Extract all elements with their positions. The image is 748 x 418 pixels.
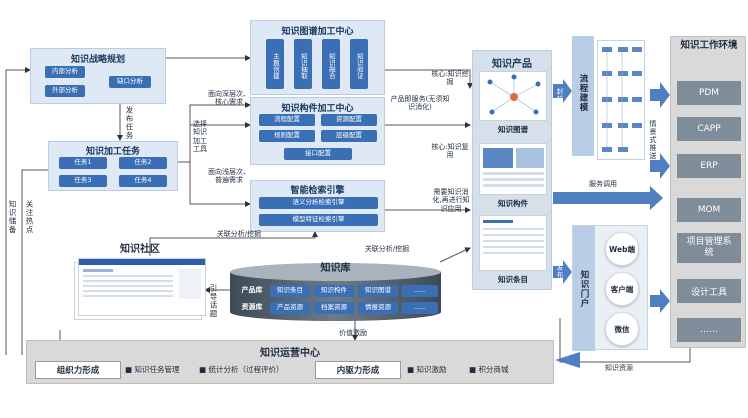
- lib-item-entry[interactable]: 知识条目: [270, 285, 310, 297]
- task-2-button[interactable]: 任务2: [119, 157, 167, 169]
- org-force-box: 组织力形成: [35, 361, 121, 379]
- work-env-title: 知识工作环境: [680, 40, 738, 51]
- label-publish: 发布: [555, 264, 563, 279]
- portal-title-bar: 知识门户: [573, 226, 595, 351]
- comp-rule-config[interactable]: 规则配置: [259, 130, 315, 142]
- search-engine-title: 智能检索引擎: [290, 186, 345, 196]
- env-mom[interactable]: MOM: [677, 198, 741, 222]
- library-title: 知识库: [320, 263, 351, 274]
- lib-item-more[interactable]: ......: [402, 285, 438, 297]
- ops-item-mall-text: 积分商城: [478, 365, 509, 374]
- label-select-tools: 选择知识加工工具: [193, 120, 207, 154]
- ops-item-incentive: ■ 知识激励: [407, 365, 447, 374]
- external-analysis-button[interactable]: 外部分析: [45, 85, 85, 97]
- label-knowledge-res: 知识资源: [605, 364, 633, 372]
- lib-item-graph[interactable]: 知识图谱: [358, 285, 398, 297]
- label-deep-req: 面向深层次、核心需求: [208, 90, 250, 107]
- resource-lib-label: 资源库: [241, 303, 263, 311]
- label-value: 价值激励: [339, 329, 367, 337]
- task-3-button[interactable]: 任务3: [59, 175, 107, 187]
- product-lib-label: 产品库: [241, 286, 263, 294]
- comp-level-config[interactable]: 层级配置: [321, 130, 377, 142]
- label-hot: 关注热点: [25, 200, 34, 234]
- lib-res-product[interactable]: 产品资源: [270, 302, 310, 314]
- graph-center-title: 知识图谱加工中心: [281, 27, 354, 37]
- product-graph-label: 知识图谱: [498, 125, 528, 134]
- component-center-panel: 知识构件加工中心 流程配置 资源配置 规则配置 层级配置 接口配置: [250, 97, 385, 165]
- modeling-title: 流程建模: [578, 74, 588, 112]
- graph-item-verify[interactable]: 知识验证: [350, 39, 368, 89]
- env-capp[interactable]: CAPP: [677, 117, 741, 141]
- scene-push-label: 情景式推送: [649, 120, 657, 160]
- graph-item-topic[interactable]: 主题创建: [266, 39, 284, 89]
- label-core-graph: 核心:知识挖掘: [431, 70, 469, 87]
- label-shallow-req: 面向浅层次、普遍需求: [208, 168, 250, 185]
- env-erp[interactable]: ERP: [677, 154, 741, 178]
- portal-panel: 知识门户 Web端 客户端 微信: [572, 225, 648, 351]
- tasks-title: 知识加工任务: [85, 147, 140, 157]
- comp-flow-config[interactable]: 流程配置: [259, 114, 315, 126]
- portal-wechat[interactable]: 微信: [605, 312, 639, 346]
- modeling-column: 流程建模: [572, 36, 594, 156]
- lib-item-component[interactable]: 知识构件: [314, 285, 354, 297]
- comp-interface-config[interactable]: 接口配置: [284, 148, 352, 160]
- env-pdm[interactable]: PDM: [677, 81, 741, 105]
- label-service-call: 服务调用: [589, 180, 617, 188]
- strategy-title: 知识战略规划: [70, 55, 125, 65]
- products-panel: 知识产品 知识图谱 知识构件 知识条目: [472, 50, 552, 290]
- search-engine-panel: 智能检索引擎 语义分析检索引擎 模型特征检索引擎: [250, 180, 385, 232]
- lib-res-intel[interactable]: 情报资源: [358, 302, 398, 314]
- work-env-panel: 知识工作环境 PDM CAPP ERP MOM 项目管理系统 设计工具 ……: [670, 36, 746, 348]
- product-entry-image: [479, 215, 547, 271]
- ops-center-bar: 知识运营中心 组织力形成 ■ 知识任务管理 ■ 统计分析（过程评价） 内驱力形成…: [26, 340, 554, 384]
- graph-item-extract[interactable]: 知识抽取: [294, 39, 312, 89]
- ops-item-incentive-text: 知识激励: [416, 365, 447, 374]
- task-4-button[interactable]: 任务4: [119, 175, 167, 187]
- tasks-panel: 知识加工任务 任务1 任务2 任务3 任务4: [48, 141, 178, 191]
- ops-item-task-mgmt-text: 知识任务管理: [134, 365, 180, 374]
- lib-res-archive[interactable]: 档案资源: [314, 302, 354, 314]
- graph-center-panel: 知识图谱加工中心 主题创建 知识抽取 知识融合 知识验证: [250, 20, 385, 95]
- product-entry-label: 知识条目: [498, 275, 528, 284]
- ops-item-mall: ■ 积分商城: [469, 365, 509, 374]
- label-publish-task: 发布任务: [125, 106, 134, 140]
- label-store: 知识储备: [8, 200, 17, 234]
- label-guide: 引导话题: [209, 284, 218, 318]
- portal-web[interactable]: Web端: [605, 232, 639, 266]
- product-graph-image: [479, 71, 547, 121]
- env-more[interactable]: ……: [677, 318, 741, 342]
- drive-force-box: 内驱力形成: [315, 361, 401, 379]
- label-need-digest: 需要知识消化,再进行知识应用: [432, 188, 470, 213]
- portal-client[interactable]: 客户端: [605, 272, 639, 306]
- product-component-image: [479, 143, 547, 195]
- env-project-mgmt[interactable]: 项目管理系统: [677, 233, 741, 263]
- comp-resource-config[interactable]: 资源配置: [321, 114, 377, 126]
- internal-analysis-button[interactable]: 内部分析: [45, 66, 85, 78]
- ops-item-stats: ■ 统计分析（过程评价）: [199, 365, 284, 374]
- ops-item-stats-text: 统计分析（过程评价）: [208, 365, 284, 374]
- label-assoc-2: 关联分析/挖掘: [364, 245, 410, 253]
- portal-title: 知识门户: [579, 270, 589, 308]
- label-encap: 封装: [555, 88, 563, 103]
- ops-item-task-mgmt: ■ 知识任务管理: [125, 365, 180, 374]
- ops-title: 知识运营中心: [260, 348, 320, 359]
- products-title: 知识产品: [492, 59, 532, 70]
- label-assoc-1: 关联分析/挖掘: [216, 230, 262, 238]
- task-1-button[interactable]: 任务1: [59, 157, 107, 169]
- modeling-image: [597, 40, 645, 160]
- product-component-label: 知识构件: [498, 199, 528, 208]
- env-design-tools[interactable]: 设计工具: [677, 279, 741, 303]
- model-feature-search-engine[interactable]: 模型特征检索引擎: [259, 214, 378, 226]
- label-core-reuse: 核心:知识复用: [431, 143, 469, 160]
- lib-res-more[interactable]: ......: [402, 302, 438, 314]
- label-service: 产品即服务(无须知识消化): [390, 95, 450, 112]
- strategy-panel: 知识战略规划 内部分析 外部分析 缺口分析: [30, 48, 166, 104]
- community-title: 知识社区: [120, 244, 160, 255]
- semantic-search-engine[interactable]: 语义分析检索引擎: [259, 197, 378, 209]
- community-screenshot: [78, 258, 206, 316]
- component-center-title: 知识构件加工中心: [281, 104, 354, 114]
- graph-item-fusion[interactable]: 知识融合: [322, 39, 340, 89]
- gap-analysis-button[interactable]: 缺口分析: [109, 76, 151, 88]
